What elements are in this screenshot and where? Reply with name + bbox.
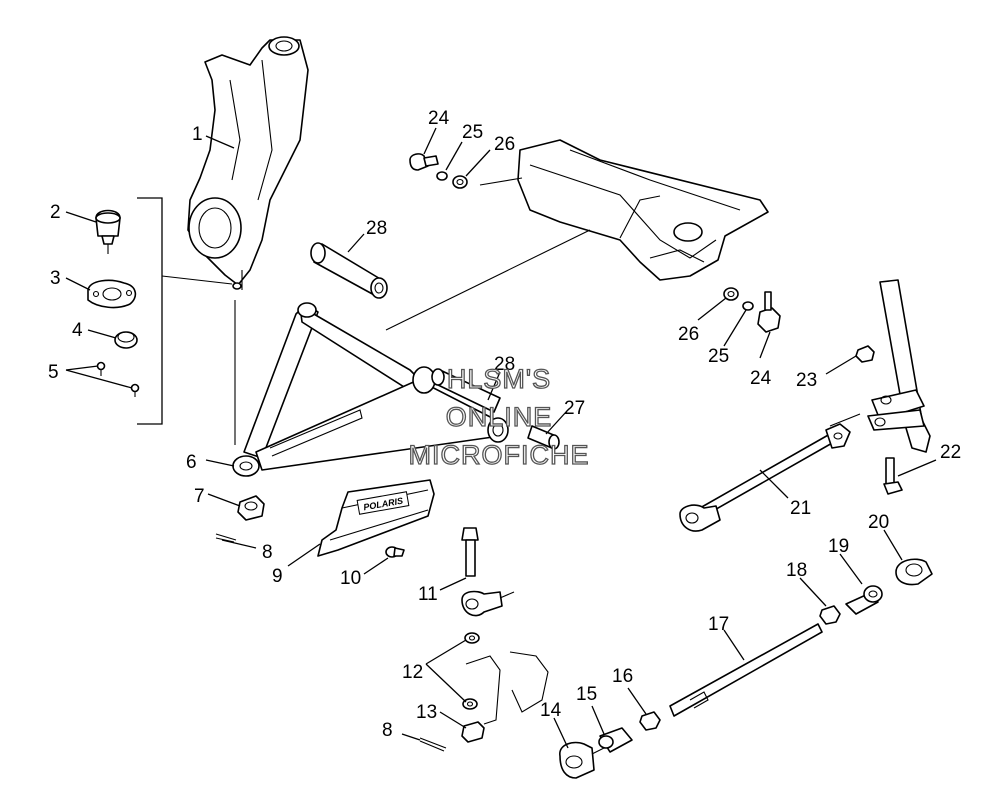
watermark: HLSM'S ONLINE MICROFICHE — [408, 363, 590, 470]
frame-part — [479, 139, 769, 281]
callout-labels: 1 2 3 4 5 6 7 8 9 10 11 12 13 8 14 15 16… — [48, 108, 961, 741]
nut-part — [237, 495, 265, 521]
lock-washer-part — [436, 171, 754, 311]
bearing-plate-part — [87, 279, 137, 309]
callout-20: 20 — [868, 512, 889, 533]
jam-nut-18-part — [819, 605, 841, 625]
callout-6: 6 — [186, 452, 197, 473]
callout-1: 1 — [192, 124, 203, 145]
a-arm-part — [232, 229, 591, 477]
ball-joint-part — [95, 209, 121, 254]
steering-nut-part — [855, 345, 875, 363]
callout-24-upper: 24 — [428, 108, 450, 129]
watermark-line-2: ONLINE — [446, 402, 553, 432]
group-bracket — [137, 197, 163, 425]
callout-28-upper: 28 — [366, 218, 387, 239]
tie-rod-assembly-part — [679, 423, 851, 532]
group-link-line — [161, 275, 233, 285]
leader-lines — [65, 127, 937, 749]
callout-24-lower: 24 — [750, 368, 772, 389]
rod-end-15-part — [598, 727, 633, 753]
frame-bolt-lower-part — [757, 291, 781, 333]
rod-end-19-part — [845, 585, 883, 615]
watermark-line-3: MICROFICHE — [409, 440, 590, 470]
callout-4: 4 — [72, 320, 83, 341]
callout-27: 27 — [564, 398, 585, 419]
flat-washer-part — [452, 175, 739, 301]
steering-bolt-part — [883, 457, 903, 495]
skid-plate-part: POLARIS — [317, 479, 435, 557]
callout-9: 9 — [272, 566, 283, 587]
callout-7: 7 — [194, 486, 205, 507]
callout-17: 17 — [708, 614, 729, 635]
callout-26-upper: 26 — [494, 134, 515, 155]
tie-rod-part — [669, 623, 823, 717]
callout-23: 23 — [796, 370, 817, 391]
callout-12: 12 — [402, 662, 423, 683]
callout-26-lower: 26 — [678, 324, 699, 345]
callout-28-lower: 28 — [494, 354, 515, 375]
callout-8-lower: 8 — [382, 720, 393, 741]
callout-21: 21 — [790, 498, 811, 519]
spindle-part — [187, 36, 309, 290]
pivot-tube-part — [310, 242, 388, 299]
steering-arm-part — [465, 651, 549, 725]
watermark-line-1: HLSM'S — [447, 364, 551, 394]
tie-rod-end-upper-part — [461, 590, 515, 617]
washer-part — [462, 632, 480, 710]
callout-10: 10 — [340, 568, 361, 589]
callout-22: 22 — [940, 442, 961, 463]
jam-nut-16-part — [639, 711, 661, 731]
callout-8-upper: 8 — [262, 542, 273, 563]
rod-end-20-part — [895, 558, 933, 586]
callout-19: 19 — [828, 536, 849, 557]
callout-11: 11 — [418, 584, 438, 605]
long-bolt-part — [461, 527, 479, 577]
callout-15: 15 — [576, 684, 597, 705]
callout-16: 16 — [612, 666, 633, 687]
retaining-ring-part — [114, 331, 138, 349]
callout-25-upper: 25 — [462, 122, 483, 143]
callout-25-lower: 25 — [708, 346, 729, 367]
rod-end-14-part — [559, 741, 605, 779]
pivot-tube-lower-part — [431, 368, 501, 413]
callout-14: 14 — [540, 700, 562, 721]
locknut-part — [461, 721, 485, 743]
callout-2: 2 — [50, 202, 61, 223]
callout-13: 13 — [416, 702, 437, 723]
callout-5: 5 — [48, 362, 59, 383]
callout-18: 18 — [786, 560, 807, 581]
callout-3: 3 — [50, 268, 61, 289]
steering-post-part — [829, 279, 931, 453]
bolt-part — [385, 546, 405, 558]
frame-bolt-upper-part — [409, 153, 439, 171]
cotter-pin-part — [215, 533, 447, 752]
